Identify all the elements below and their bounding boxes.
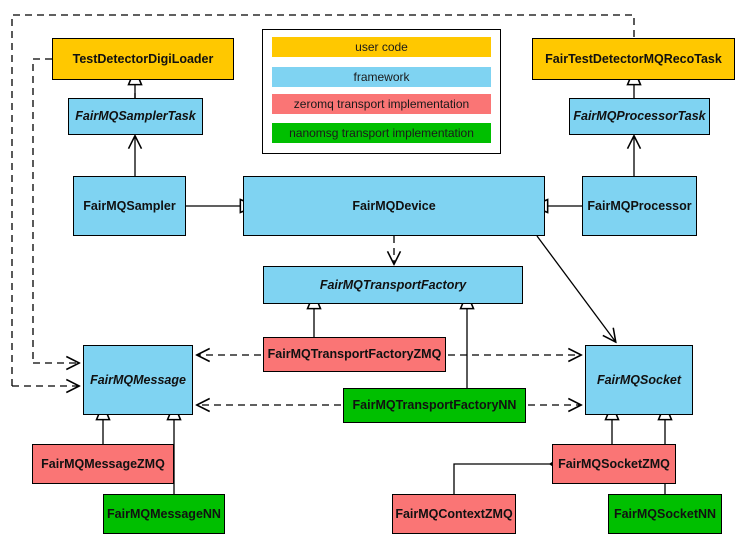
class-node-fairmqmessage[interactable]: FairMQMessage xyxy=(83,345,193,415)
class-label: FairMQMessageNN xyxy=(107,506,221,521)
class-node-fairtestdetectormqrecotask[interactable]: FairTestDetectorMQRecoTask xyxy=(532,38,735,80)
class-label: FairMQContextZMQ xyxy=(395,506,513,521)
class-node-fairmqsocketzmq[interactable]: FairMQSocketZMQ xyxy=(552,444,676,484)
legend-label-framework: framework xyxy=(353,70,410,84)
class-label: FairMQSocketNN xyxy=(613,506,717,521)
class-node-fairmqsocketnn[interactable]: FairMQSocketNN xyxy=(608,494,722,534)
edge-contextzmq-to-socketzmq xyxy=(453,457,570,494)
class-node-fairmqmessagenn[interactable]: FairMQMessageNN xyxy=(103,494,225,534)
class-node-fairmqcontextzmq[interactable]: FairMQContextZMQ xyxy=(392,494,516,534)
class-node-fairmqprocessortask[interactable]: FairMQProcessorTask xyxy=(569,98,710,135)
legend-label-nanomsg: nanomsg transport implementation xyxy=(289,126,474,140)
legend-item-zeromq: zeromq transport implementation xyxy=(272,94,491,114)
class-node-fairmqsamplertask[interactable]: FairMQSamplerTask xyxy=(68,98,203,135)
legend-label-user-code: user code xyxy=(355,40,408,54)
class-label: FairMQDevice xyxy=(352,198,436,213)
class-label: FairMQProcessor xyxy=(587,198,692,213)
class-label: FairMQProcessorTask xyxy=(573,109,706,124)
edge-device-to-socket xyxy=(536,235,615,341)
class-node-fairmqprocessor[interactable]: FairMQProcessor xyxy=(582,176,697,236)
class-node-fairmqsocket[interactable]: FairMQSocket xyxy=(585,345,693,415)
class-node-fairmqsampler[interactable]: FairMQSampler xyxy=(73,176,186,236)
class-label: FairMQSocket xyxy=(596,372,682,387)
class-label: FairMQSamplerTask xyxy=(75,109,196,124)
class-label: FairTestDetectorMQRecoTask xyxy=(545,51,722,66)
class-node-fairmqdevice[interactable]: FairMQDevice xyxy=(243,176,545,236)
class-label: FairMQTransportFactoryZMQ xyxy=(267,347,442,362)
class-label: FairMQTransportFactoryNN xyxy=(352,398,517,413)
class-label: FairMQSocketZMQ xyxy=(558,456,670,471)
class-label: FairMQMessage xyxy=(90,372,186,387)
class-label: TestDetectorDigiLoader xyxy=(72,51,214,66)
legend-label-zeromq: zeromq transport implementation xyxy=(293,97,470,111)
class-label: FairMQTransportFactory xyxy=(319,277,467,292)
class-node-fairmqtransportfactory[interactable]: FairMQTransportFactory xyxy=(263,266,523,304)
legend-item-user-code: user code xyxy=(272,37,491,57)
class-label: FairMQMessageZMQ xyxy=(41,456,165,471)
class-node-fairmqmessagezmq[interactable]: FairMQMessageZMQ xyxy=(32,444,174,484)
class-label: FairMQSampler xyxy=(83,198,176,213)
legend-item-framework: framework xyxy=(272,67,491,87)
legend-item-nanomsg: nanomsg transport implementation xyxy=(272,123,491,143)
edge-digiloader-stub xyxy=(32,58,52,363)
class-node-testdetectordigiloader[interactable]: TestDetectorDigiLoader xyxy=(52,38,234,80)
class-node-fairmqtransportfactorynn[interactable]: FairMQTransportFactoryNN xyxy=(343,388,526,423)
class-node-fairmqtransportfactoryzmq[interactable]: FairMQTransportFactoryZMQ xyxy=(263,337,446,372)
